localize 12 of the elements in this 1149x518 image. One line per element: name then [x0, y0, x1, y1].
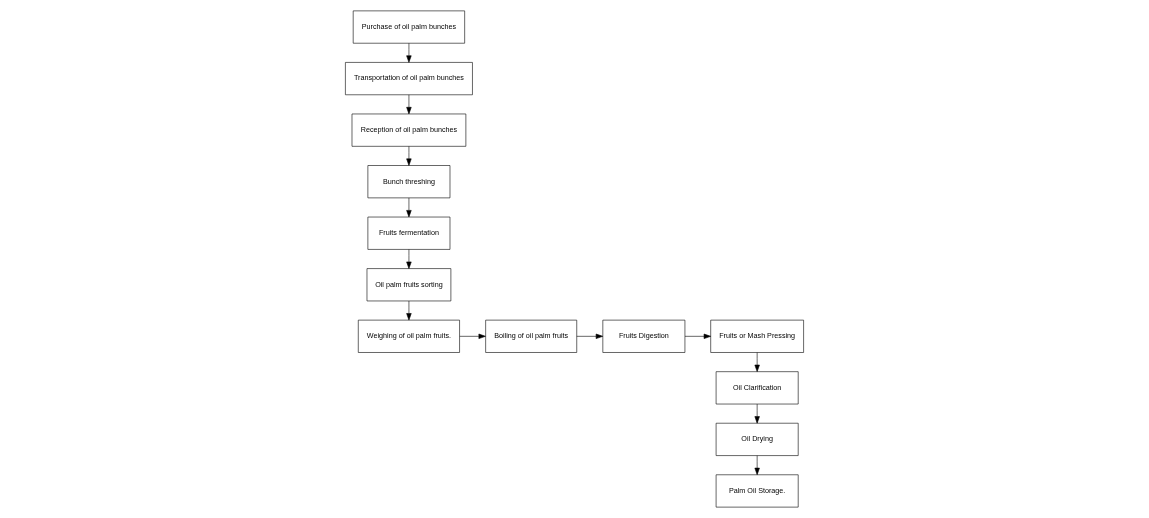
arrow	[459, 333, 486, 339]
arrow	[406, 300, 412, 321]
arrow	[406, 249, 412, 269]
arrow	[684, 333, 711, 339]
arrow	[576, 333, 603, 339]
arrow	[406, 197, 412, 218]
arrow	[406, 146, 412, 166]
arrow	[406, 94, 412, 115]
arrow	[754, 455, 760, 475]
arrow	[754, 352, 760, 372]
arrow	[406, 43, 412, 63]
arrow	[754, 403, 760, 424]
